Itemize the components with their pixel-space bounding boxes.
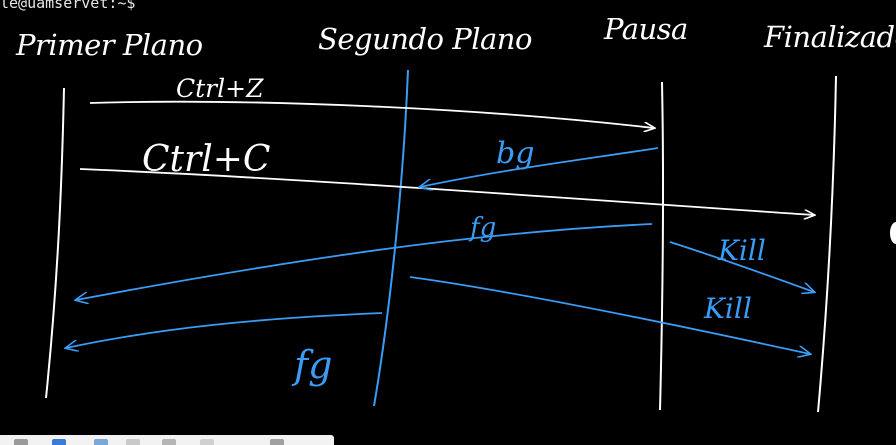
arrow-ctrl-z [89, 100, 654, 128]
lane-line-pausa [659, 81, 665, 411]
arrow-kill-2 [409, 276, 810, 354]
column-title-segundo-plano: Segundo Plano [318, 22, 532, 56]
edge-handle[interactable] [890, 222, 896, 244]
arrow-bg [420, 147, 659, 187]
taskbar-app-icon[interactable] [270, 439, 284, 445]
taskbar-strip [0, 435, 334, 445]
arrow-fg-upper [76, 223, 653, 300]
taskbar-app-icon[interactable] [94, 439, 108, 445]
terminal-prompt: le@uamservet:~$ [0, 0, 136, 12]
label-ctrl-z: Ctrl+Z [176, 74, 264, 103]
arrow-ctrl-c [79, 168, 814, 215]
label-fg-lower: fg [291, 343, 332, 387]
taskbar-app-icon[interactable] [200, 439, 214, 445]
lane-line-primer-plano [45, 87, 65, 399]
column-title-pausa: Pausa [604, 12, 688, 46]
taskbar-app-icon[interactable] [162, 439, 176, 445]
lane-line-finalizado [817, 75, 837, 413]
label-ctrl-c: Ctrl+C [142, 139, 270, 180]
arrow-fg-lower [66, 312, 383, 348]
label-fg-upper: fg [468, 213, 496, 243]
column-title-primer-plano: Primer Plano [16, 28, 203, 62]
label-kill-1: Kill [717, 234, 766, 267]
taskbar-app-icon[interactable] [14, 439, 28, 445]
lane-line-segundo-plano [373, 69, 409, 407]
column-title-finalizado: Finalizado [764, 20, 896, 54]
arrow-kill-1 [669, 241, 814, 292]
label-bg: bg [496, 136, 534, 171]
label-kill-2: Kill [703, 292, 752, 325]
taskbar-app-icon[interactable] [126, 439, 140, 445]
taskbar-app-icon[interactable] [52, 439, 66, 445]
